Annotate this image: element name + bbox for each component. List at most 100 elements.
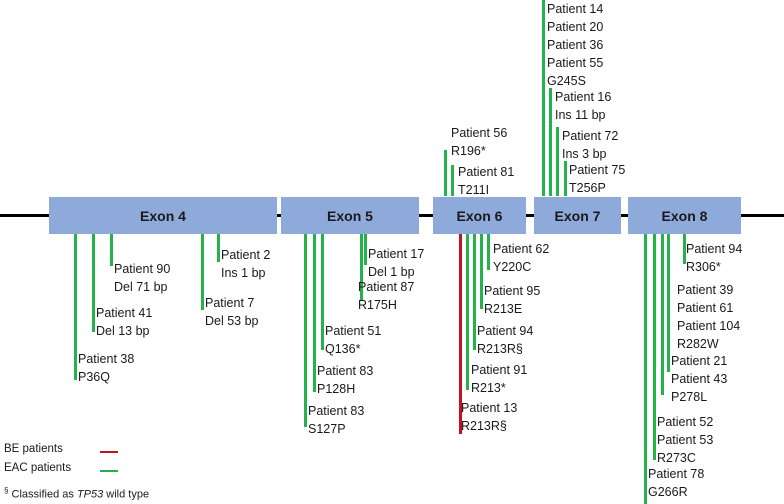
- mutation-line-above-5: [564, 161, 567, 196]
- mutation-label-line: Patient 43: [671, 372, 728, 386]
- mutation-label-below-19: Patient 94 R306*: [686, 240, 742, 276]
- mutation-label-line: Patient 75: [569, 163, 626, 177]
- mutation-label-line: Del 13 bp: [96, 324, 150, 338]
- mutation-label-line: Del 53 bp: [205, 314, 259, 328]
- mutation-label-line: T211I: [458, 183, 490, 197]
- mutation-line-below-19: [683, 234, 686, 264]
- mutation-label-line: R213R§: [477, 342, 523, 356]
- mutation-line-above-0: [444, 150, 447, 196]
- mutation-line-above-2: [542, 0, 545, 196]
- mutation-label-line: Patient 20: [547, 20, 604, 34]
- mutation-label-line: Patient 36: [547, 38, 604, 52]
- mutation-line-above-1: [451, 165, 454, 196]
- mutation-label-below-0: Patient 38 P36Q: [78, 350, 134, 386]
- mutation-label-line: R282W: [677, 337, 719, 351]
- mutation-label-line: Patient 83: [308, 404, 365, 418]
- mutation-label-line: R306*: [686, 260, 721, 274]
- mutation-label-line: Patient 14: [547, 2, 604, 16]
- mutation-label-line: R273C: [657, 451, 696, 465]
- exon-box-7: Exon 7: [534, 197, 621, 234]
- exon-box-4: Exon 4: [49, 197, 277, 234]
- mutation-label-line: Del 1 bp: [368, 265, 415, 279]
- legend-eac-label: EAC patients: [4, 462, 72, 474]
- mutation-line-below-3: [201, 234, 204, 310]
- mutation-line-below-18: [667, 234, 670, 372]
- mutation-label-line: Patient 51: [325, 324, 382, 338]
- mutation-label-line: Q136*: [325, 342, 361, 356]
- mutation-label-above-2: Patient 14 Patient 20 Patient 36 Patient 55…: [547, 0, 603, 90]
- mutation-line-below-13: [480, 234, 483, 309]
- mutation-label-line: R196*: [451, 144, 486, 158]
- mutation-label-line: P36Q: [78, 370, 110, 384]
- footnote-symbol: §: [4, 486, 9, 495]
- mutation-line-below-11: [466, 234, 469, 390]
- mutation-label-line: Ins 1 bp: [221, 266, 266, 280]
- mutation-label-line: R213E: [484, 302, 523, 316]
- mutation-line-below-10: [459, 234, 462, 434]
- mutation-label-line: Del 71 bp: [114, 280, 168, 294]
- mutation-line-below-16: [653, 234, 656, 460]
- mutation-line-below-1: [92, 234, 95, 332]
- mutation-label-line: P128H: [317, 382, 356, 396]
- mutation-label-line: Patient 53: [657, 433, 714, 447]
- mutation-label-below-13: Patient 95 R213E: [484, 282, 540, 318]
- mutation-label-above-5: Patient 75 T256P: [569, 161, 625, 197]
- mutation-label-below-1: Patient 41 Del 13 bp: [96, 304, 152, 340]
- mutation-label-line: Patient 104: [677, 319, 741, 333]
- mutation-label-line: Patient 13: [461, 401, 518, 415]
- mutation-line-below-8: [360, 234, 363, 300]
- mutation-label-line: T256P: [569, 181, 606, 195]
- mutation-label-below-16: Patient 52 Patient 53 R273C: [657, 413, 713, 467]
- mutation-label-line: P278L: [671, 390, 708, 404]
- mutation-label-line: Ins 11 bp: [555, 108, 606, 122]
- mutation-label-line: Patient 21: [671, 354, 728, 368]
- mutation-label-below-9: Patient 17 Del 1 bp: [368, 245, 424, 281]
- mutation-label-line: R213R§: [461, 419, 507, 433]
- exon-box-6: Exon 6: [433, 197, 526, 234]
- mutation-label-line: Patient 91: [471, 363, 528, 377]
- mutation-line-below-7: [321, 234, 324, 350]
- mutation-label-line: Patient 56: [451, 126, 508, 140]
- mutation-label-line: G266R: [648, 485, 688, 499]
- mutation-label-line: Patient 94: [686, 242, 743, 256]
- mutation-label-below-17: Patient 21 Patient 43 P278L: [671, 352, 727, 406]
- mutation-label-line: Patient 38: [78, 352, 135, 366]
- mutation-line-below-4: [217, 234, 220, 262]
- mutation-label-line: Patient 90: [114, 262, 171, 276]
- mutation-label-line: Patient 72: [562, 129, 619, 143]
- mutation-line-above-4: [556, 127, 559, 196]
- mutation-label-line: Patient 87: [358, 280, 415, 294]
- mutation-label-below-3: Patient 7 Del 53 bp: [205, 294, 259, 330]
- mutation-label-line: Patient 41: [96, 306, 153, 320]
- mutation-label-line: Patient 95: [484, 284, 541, 298]
- mutation-label-line: Patient 7: [205, 296, 255, 310]
- mutation-line-below-12: [473, 234, 476, 350]
- mutation-label-below-10: Patient 13 R213R§: [461, 399, 517, 435]
- mutation-label-below-2: Patient 90 Del 71 bp: [114, 260, 170, 296]
- mutation-label-line: Patient 55: [547, 56, 604, 70]
- mutation-label-line: Patient 39: [677, 283, 734, 297]
- mutation-line-below-5: [304, 234, 307, 427]
- legend-be-swatch: [100, 451, 118, 453]
- footnote-prefix: Classified as: [11, 488, 74, 501]
- mutation-line-below-0: [74, 234, 77, 380]
- footnote-suffix: wild type: [106, 488, 150, 501]
- legend-eac-swatch: [100, 470, 118, 472]
- mutation-label-above-4: Patient 72 Ins 3 bp: [562, 127, 618, 163]
- mutation-label-line: R175H: [358, 298, 397, 312]
- mutation-label-line: Ins 3 bp: [562, 147, 607, 161]
- mutation-label-line: Patient 17: [368, 247, 425, 261]
- mutation-label-line: Patient 62: [493, 242, 550, 256]
- mutation-label-below-8: Patient 87 R175H: [358, 278, 414, 314]
- mutation-label-line: Patient 52: [657, 415, 714, 429]
- mutation-line-below-9: [364, 234, 367, 265]
- footnote: § Classified as TP53 wild type: [4, 486, 149, 501]
- mutation-label-line: G245S: [547, 74, 586, 88]
